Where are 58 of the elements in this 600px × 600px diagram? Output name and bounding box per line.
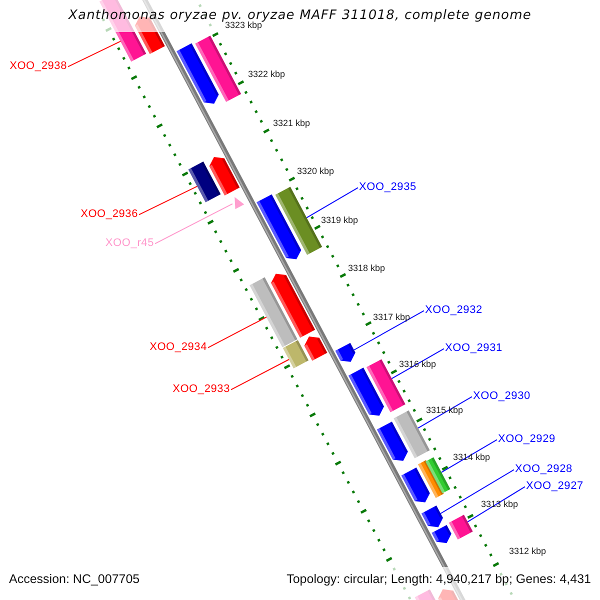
gene-block [275,186,322,255]
leader-line [440,469,514,514]
gene-block [348,368,384,416]
leader-line [138,186,198,216]
gene-block [176,43,219,104]
scale-tick-label: 3316 kbp [399,359,436,370]
leader-line [467,486,526,522]
gene-label: XOO_2938 [10,59,67,73]
gene-block [401,468,430,502]
leader-line [391,348,444,380]
gene-label: XOO_2929 [498,432,556,446]
leader-line [154,203,233,244]
gene-label: XOO_2936 [80,207,138,221]
scale-tick-label: 3322 kbp [248,69,286,80]
gene-block [304,336,328,361]
gene-label: XOO_2930 [473,389,530,403]
accession-text: Accession: NC_007705 [9,573,140,585]
scale-tick-label: 3321 kbp [273,118,310,129]
scale-tick-label: 3312 kbp [509,546,546,557]
gene-label: XOO_2935 [359,180,416,194]
gene-label: XOO_r45 [105,236,154,250]
gene-label: XOO_2934 [150,340,207,354]
gene-label: XOO_2927 [526,479,584,493]
scale-tick-label: 3317 kbp [373,312,410,323]
gene-block [438,589,458,600]
gene-block [195,36,242,102]
gene-block [448,514,473,540]
gene-block [335,342,356,362]
gene-block [234,197,244,210]
gene-block [376,422,408,461]
gene-block [209,157,240,196]
scale-tick-label: 3318 kbp [348,263,386,274]
leader-line [354,310,424,350]
gene-block [282,340,309,368]
title: Xanthomonas oryzae pv. oryzae MAFF 311018, complete genome [67,9,532,22]
leader-line [230,359,290,390]
gene-block [271,274,316,338]
gene-block [188,162,221,202]
leader-line [68,40,121,68]
gene-label: XOO_2931 [445,341,502,355]
scale-tick-label: 3319 kbp [321,215,358,226]
gene-label: XOO_2928 [515,462,572,476]
gene-block [414,589,436,600]
leader-line [441,439,498,473]
scale-tick-label: 3315 kbp [426,405,464,416]
genome-summary-text: Topology: circular; Length: 4,940,217 bp; Genes: 4,431 [286,573,591,585]
gene-label: XOO_2933 [172,382,230,396]
gene-block [426,457,450,494]
gene-block [256,194,302,260]
scale-tick-label: 3323 kbp [225,20,262,31]
gene-block [250,277,298,348]
gene-block [421,506,443,528]
leader-line [306,187,358,218]
gene-block [432,525,452,544]
gene-label: XOO_2932 [425,303,482,317]
leader-line [418,396,472,429]
scale-tick-label: 3320 kbp [297,166,334,177]
leader-line [208,316,267,348]
